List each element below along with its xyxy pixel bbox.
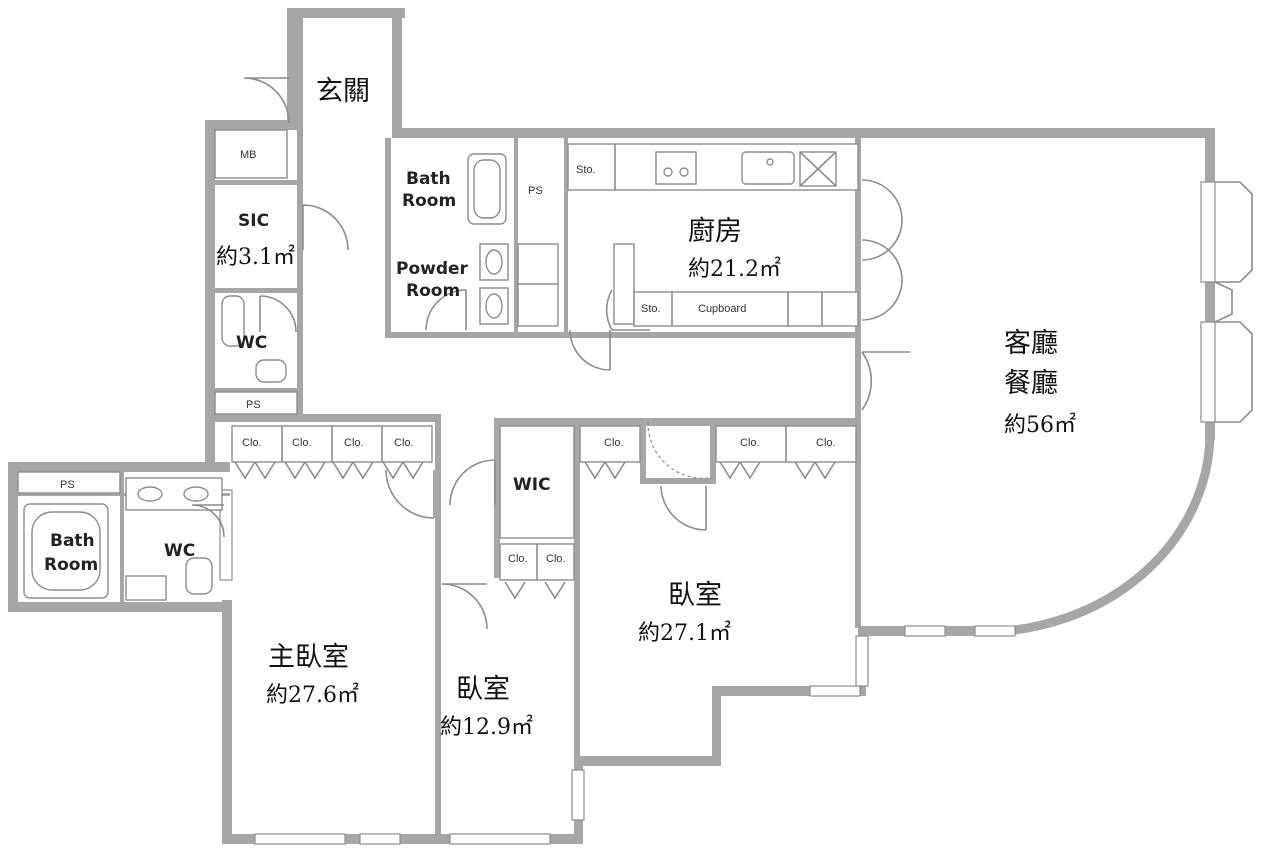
mb-label: MB bbox=[240, 149, 257, 161]
powder-label-1: Powder bbox=[396, 259, 469, 279]
cupboard-label: Cupboard bbox=[698, 303, 746, 315]
closet-label: Clo. bbox=[344, 437, 364, 449]
living-area: 約56㎡ bbox=[1004, 412, 1076, 438]
kitchen-sto-top: Sto. bbox=[576, 164, 596, 176]
bath-top-label-1: Bath bbox=[406, 169, 451, 189]
closet-label: Clo. bbox=[242, 437, 262, 449]
entrance-label: 玄關 bbox=[316, 76, 370, 107]
bedroom-right-label: 臥室 bbox=[668, 580, 722, 611]
ps-wc-label: PS bbox=[246, 399, 261, 411]
wic-label: WIC bbox=[513, 475, 551, 495]
ps-left-label: PS bbox=[60, 479, 75, 491]
wc-top-label: WC bbox=[236, 333, 267, 353]
powder-label-2: Room bbox=[406, 281, 460, 301]
kitchen-sto-bottom: Sto. bbox=[641, 303, 661, 315]
bath-left-label-1: Bath bbox=[50, 531, 95, 551]
bath-left-label-2: Room bbox=[44, 555, 98, 575]
kitchen-area: 約21.2㎡ bbox=[688, 256, 781, 282]
master-bedroom-label: 主臥室 bbox=[268, 642, 349, 673]
closet-label: Clo. bbox=[740, 437, 760, 449]
wc-left-label: WC bbox=[164, 541, 195, 561]
closet-label: Clo. bbox=[394, 437, 414, 449]
sic-label: SIC bbox=[238, 211, 269, 231]
master-bedroom-area: 約27.6㎡ bbox=[266, 682, 359, 708]
living-label-1: 客廳 bbox=[1004, 328, 1058, 359]
closet-label: Clo. bbox=[292, 437, 312, 449]
closets bbox=[17, 129, 857, 581]
interior-walls bbox=[18, 18, 861, 834]
bath-top-label-2: Room bbox=[402, 191, 456, 211]
sic-area: 約3.1㎡ bbox=[216, 244, 295, 270]
kitchen-label: 廚房 bbox=[688, 216, 742, 247]
closet-label: Clo. bbox=[508, 553, 528, 565]
closet-label: Clo. bbox=[816, 437, 836, 449]
labels: 玄關 MB SIC 約3.1㎡ Bath Room Powder Room PS… bbox=[44, 76, 1076, 740]
closet-label: Clo. bbox=[604, 437, 624, 449]
fixtures bbox=[23, 143, 859, 601]
bedroom-small-area: 約12.9㎡ bbox=[440, 714, 533, 740]
windows bbox=[219, 181, 1253, 845]
closet-label: Clo. bbox=[546, 553, 566, 565]
ps-top-label: PS bbox=[528, 185, 543, 197]
bedroom-right-area: 約27.1㎡ bbox=[638, 620, 731, 646]
living-label-2: 餐廳 bbox=[1004, 368, 1058, 399]
bedroom-small-label: 臥室 bbox=[456, 674, 510, 705]
